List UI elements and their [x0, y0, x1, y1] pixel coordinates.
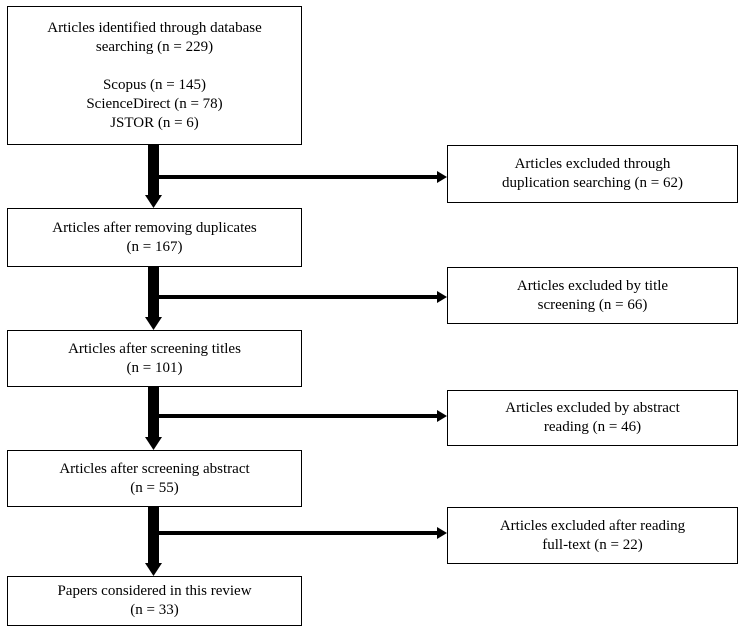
after-titles-box: Articles after screening titles (n = 101…: [7, 330, 302, 387]
review-papers-line-2: (n = 33): [130, 602, 179, 618]
after-titles-line-2: (n = 101): [126, 359, 183, 376]
right-arrow-shaft-3: [159, 414, 439, 418]
source-scopus: Scopus (n = 145): [102, 76, 207, 93]
down-arrow-head-2: [145, 317, 162, 330]
down-arrow-shaft-3: [148, 387, 159, 437]
right-arrow-head-2: [437, 291, 447, 303]
down-arrow-head-3: [145, 437, 162, 450]
down-arrow-shaft-4: [148, 507, 159, 563]
review-papers-line-1: Papers considered in this review: [57, 583, 252, 599]
excluded-titles-box: Articles excluded by title screening (n …: [447, 267, 738, 324]
excluded-titles-line-1: Articles excluded by title: [516, 277, 669, 294]
identification-box: Articles identified through database sea…: [7, 6, 302, 145]
right-arrow-shaft-1: [159, 175, 439, 179]
after-abstract-box: Articles after screening abstract (n = 5…: [7, 450, 302, 507]
down-arrow-head-4: [145, 563, 162, 576]
after-abstract-line-1: Articles after screening abstract: [59, 460, 250, 477]
down-arrow-shaft-2: [148, 267, 159, 317]
right-arrow-head-4: [437, 527, 447, 539]
identification-line-1: Articles identified through database: [47, 19, 262, 36]
after-titles-line-1: Articles after screening titles: [68, 340, 241, 357]
right-arrow-shaft-2: [159, 295, 439, 299]
source-sciencedirect: ScienceDirect (n = 78): [86, 95, 223, 112]
review-papers-box: Papers considered in this review (n = 33…: [7, 576, 302, 626]
excluded-abstract-line-1: Articles excluded by abstract: [505, 400, 680, 416]
after-abstract-line-2: (n = 55): [130, 479, 179, 496]
after-duplicates-line-2: (n = 167): [126, 238, 183, 255]
down-arrow-head-1: [145, 195, 162, 208]
excluded-abstract-line-2: reading (n = 46): [543, 419, 642, 435]
right-arrow-head-3: [437, 410, 447, 422]
excluded-fulltext-box: Articles excluded after reading full-tex…: [447, 507, 738, 564]
exclusion-arrows: [159, 171, 447, 539]
down-arrow-shaft-1: [148, 145, 159, 195]
excluded-duplicates-line-1: Articles excluded through: [514, 156, 671, 172]
main-flow-arrows: [145, 145, 162, 576]
excluded-titles-line-2: screening (n = 66): [537, 296, 648, 313]
excluded-fulltext-line-1: Articles excluded after reading: [499, 517, 686, 534]
right-arrow-head-1: [437, 171, 447, 183]
identification-line-2: searching (n = 229): [95, 38, 214, 55]
right-arrow-shaft-4: [159, 531, 439, 535]
excluded-duplicates-line-2: duplication searching (n = 62): [502, 175, 683, 191]
excluded-abstract-box: Articles excluded by abstract reading (n…: [447, 390, 738, 446]
after-duplicates-box: Articles after removing duplicates (n = …: [7, 208, 302, 267]
source-jstor: JSTOR (n = 6): [110, 114, 199, 131]
after-duplicates-line-1: Articles after removing duplicates: [52, 219, 257, 236]
excluded-fulltext-line-2: full-text (n = 22): [542, 536, 643, 553]
excluded-duplicates-box: Articles excluded through duplication se…: [447, 145, 738, 203]
